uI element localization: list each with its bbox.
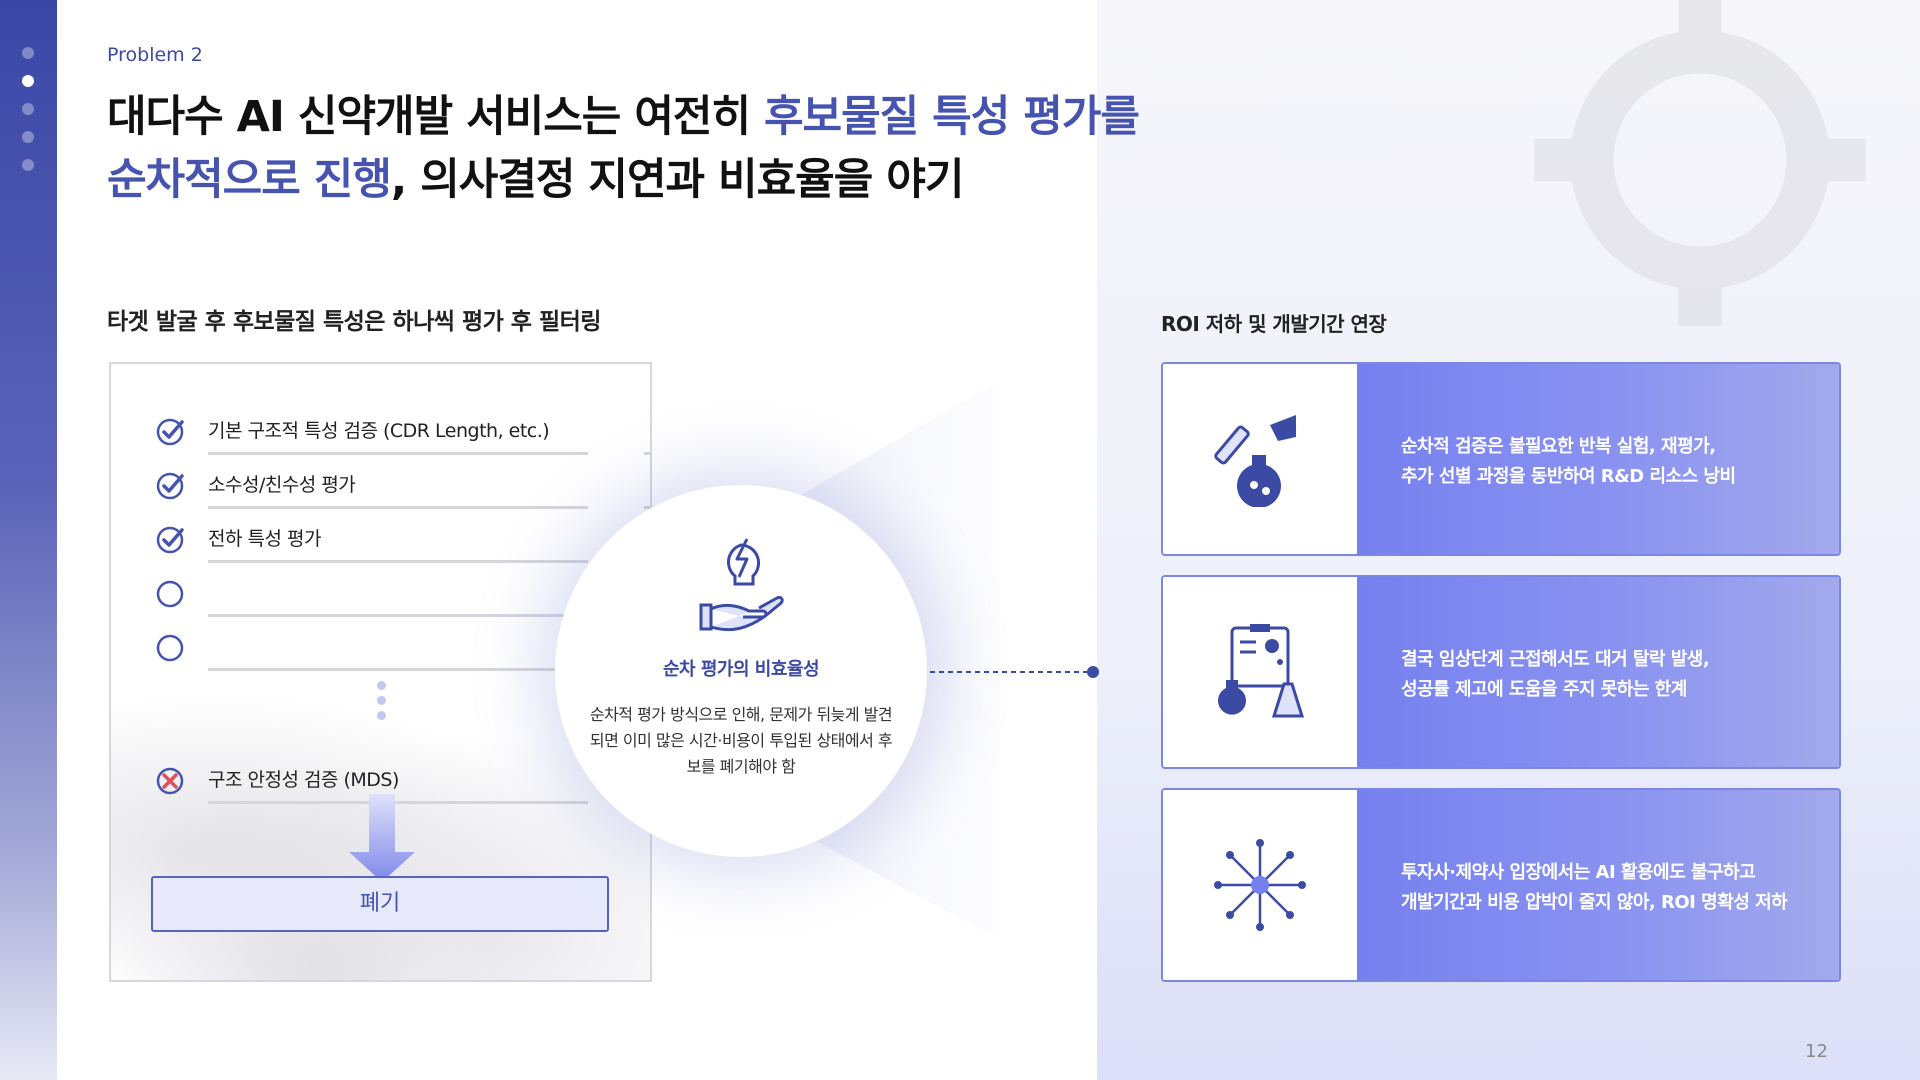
problem-label: Problem 2 <box>107 44 203 66</box>
nav-dot[interactable] <box>22 103 34 115</box>
divider <box>644 452 650 455</box>
circle-body: 순차적 평가 방식으로 인해, 문제가 뒤늦게 발견되면 이미 많은 시간·비용… <box>589 705 893 776</box>
left-sidebar <box>0 0 57 1080</box>
card-text-area: 결국 임상단계 근접해서도 대거 탈락 발생, 성공률 제고에 도움을 주지 못… <box>1357 577 1839 767</box>
divider <box>208 668 588 671</box>
title-highlight: 후보물질 특성 평가를 <box>763 92 1140 142</box>
check-circle-icon <box>156 526 184 554</box>
card-text: 투자사·제약사 입장에서는 AI 활용에도 불구하고 개발기간과 비용 압박이 … <box>1401 858 1788 918</box>
dashed-connector <box>930 666 1099 678</box>
ellipsis-dots <box>377 681 386 720</box>
lightbulb-hand-icon <box>699 538 784 632</box>
card-icon-area <box>1163 364 1357 554</box>
right-section-title: ROI 저하 및 개발기간 연장 <box>1161 312 1387 336</box>
divider <box>208 506 588 509</box>
roi-card: 순차적 검증은 불필요한 반복 실험, 재평가, 추가 선별 과정을 동반하여 … <box>1161 362 1841 556</box>
lab-flask-icon <box>1214 415 1296 507</box>
checklist-label: 소수성/친수성 평가 <box>208 474 356 496</box>
divider <box>208 801 588 804</box>
divider <box>208 614 588 617</box>
check-circle-icon <box>156 418 184 446</box>
title-part: , 의사결정 지연과 비효율을 야기 <box>390 155 964 205</box>
page-title: 대다수 AI 신약개발 서비스는 여전히 후보물질 특성 평가를 순차적으로 진… <box>107 86 1140 212</box>
title-part: 대다수 AI 신약개발 서비스는 여전히 <box>107 92 764 142</box>
checklist-item <box>156 572 626 617</box>
checklist-item: 기본 구조적 특성 검증 (CDR Length, etc.) <box>156 410 650 455</box>
check-circle-icon <box>156 472 184 500</box>
card-text-area: 순차적 검증은 불필요한 반복 실험, 재평가, 추가 선별 과정을 동반하여 … <box>1357 364 1839 554</box>
card-text: 순차적 검증은 불필요한 반복 실험, 재평가, 추가 선별 과정을 동반하여 … <box>1401 432 1736 492</box>
slide-nav-dots <box>22 47 34 171</box>
clinical-trial-icon <box>1218 624 1305 718</box>
roi-card: 투자사·제약사 입장에서는 AI 활용에도 불구하고 개발기간과 비용 압박이 … <box>1161 788 1841 982</box>
card-line: 성공률 제고에 도움을 주지 못하는 한계 <box>1401 679 1687 700</box>
left-section-title: 타겟 발굴 후 후보물질 특성은 하나씩 평가 후 필터링 <box>107 309 601 335</box>
nav-dot[interactable] <box>22 47 34 59</box>
card-line: 결국 임상단계 근접해서도 대거 탈락 발생, <box>1401 649 1710 670</box>
card-text-area: 투자사·제약사 입장에서는 AI 활용에도 불구하고 개발기간과 비용 압박이 … <box>1357 790 1839 980</box>
discard-box: 폐기 <box>151 876 609 932</box>
network-icon <box>1214 839 1306 931</box>
nav-dot[interactable] <box>22 159 34 171</box>
gear-decoration-icon <box>1534 0 1866 326</box>
card-line: 추가 선별 과정을 동반하여 R&D 리소스 낭비 <box>1401 466 1736 487</box>
checklist-label: 기본 구조적 특성 검증 (CDR Length, etc.) <box>208 420 550 442</box>
card-line: 순차적 검증은 불필요한 반복 실험, 재평가, <box>1401 436 1716 457</box>
roi-card: 결국 임상단계 근접해서도 대거 탈락 발생, 성공률 제고에 도움을 주지 못… <box>1161 575 1841 769</box>
fail-x-icon <box>156 767 184 795</box>
card-text: 결국 임상단계 근접해서도 대거 탈락 발생, 성공률 제고에 도움을 주지 못… <box>1401 645 1710 705</box>
circle-title: 순차 평가의 비효율성 <box>662 659 820 680</box>
page-number: 12 <box>1805 1041 1828 1062</box>
checklist-item: 전하 특성 평가 <box>156 518 626 563</box>
card-line: 투자사·제약사 입장에서는 AI 활용에도 불구하고 <box>1401 862 1756 883</box>
checklist-item: 소수성/친수성 평가 <box>156 464 650 509</box>
inefficiency-circle: 순차 평가의 비효율성 순차적 평가 방식으로 인해, 문제가 뒤늦게 발견되면… <box>555 485 927 857</box>
empty-circle-icon <box>156 580 184 608</box>
card-icon-area <box>1163 577 1357 767</box>
arrow-down-icon <box>349 794 415 882</box>
title-highlight: 순차적으로 진행 <box>107 155 392 205</box>
checklist-label: 구조 안정성 검증 (MDS) <box>208 769 399 791</box>
empty-circle-icon <box>156 634 184 662</box>
divider <box>644 506 650 509</box>
checklist-label: 전하 특성 평가 <box>208 528 321 550</box>
checklist-item-failed: 구조 안정성 검증 (MDS) <box>156 759 626 804</box>
card-line: 개발기간과 비용 압박이 줄지 않아, ROI 명확성 저하 <box>1401 892 1788 913</box>
divider <box>208 452 588 455</box>
card-icon-area <box>1163 790 1357 980</box>
nav-dot[interactable] <box>22 131 34 143</box>
divider <box>208 560 588 563</box>
nav-dot-active[interactable] <box>22 75 34 87</box>
checklist-item <box>156 626 626 671</box>
